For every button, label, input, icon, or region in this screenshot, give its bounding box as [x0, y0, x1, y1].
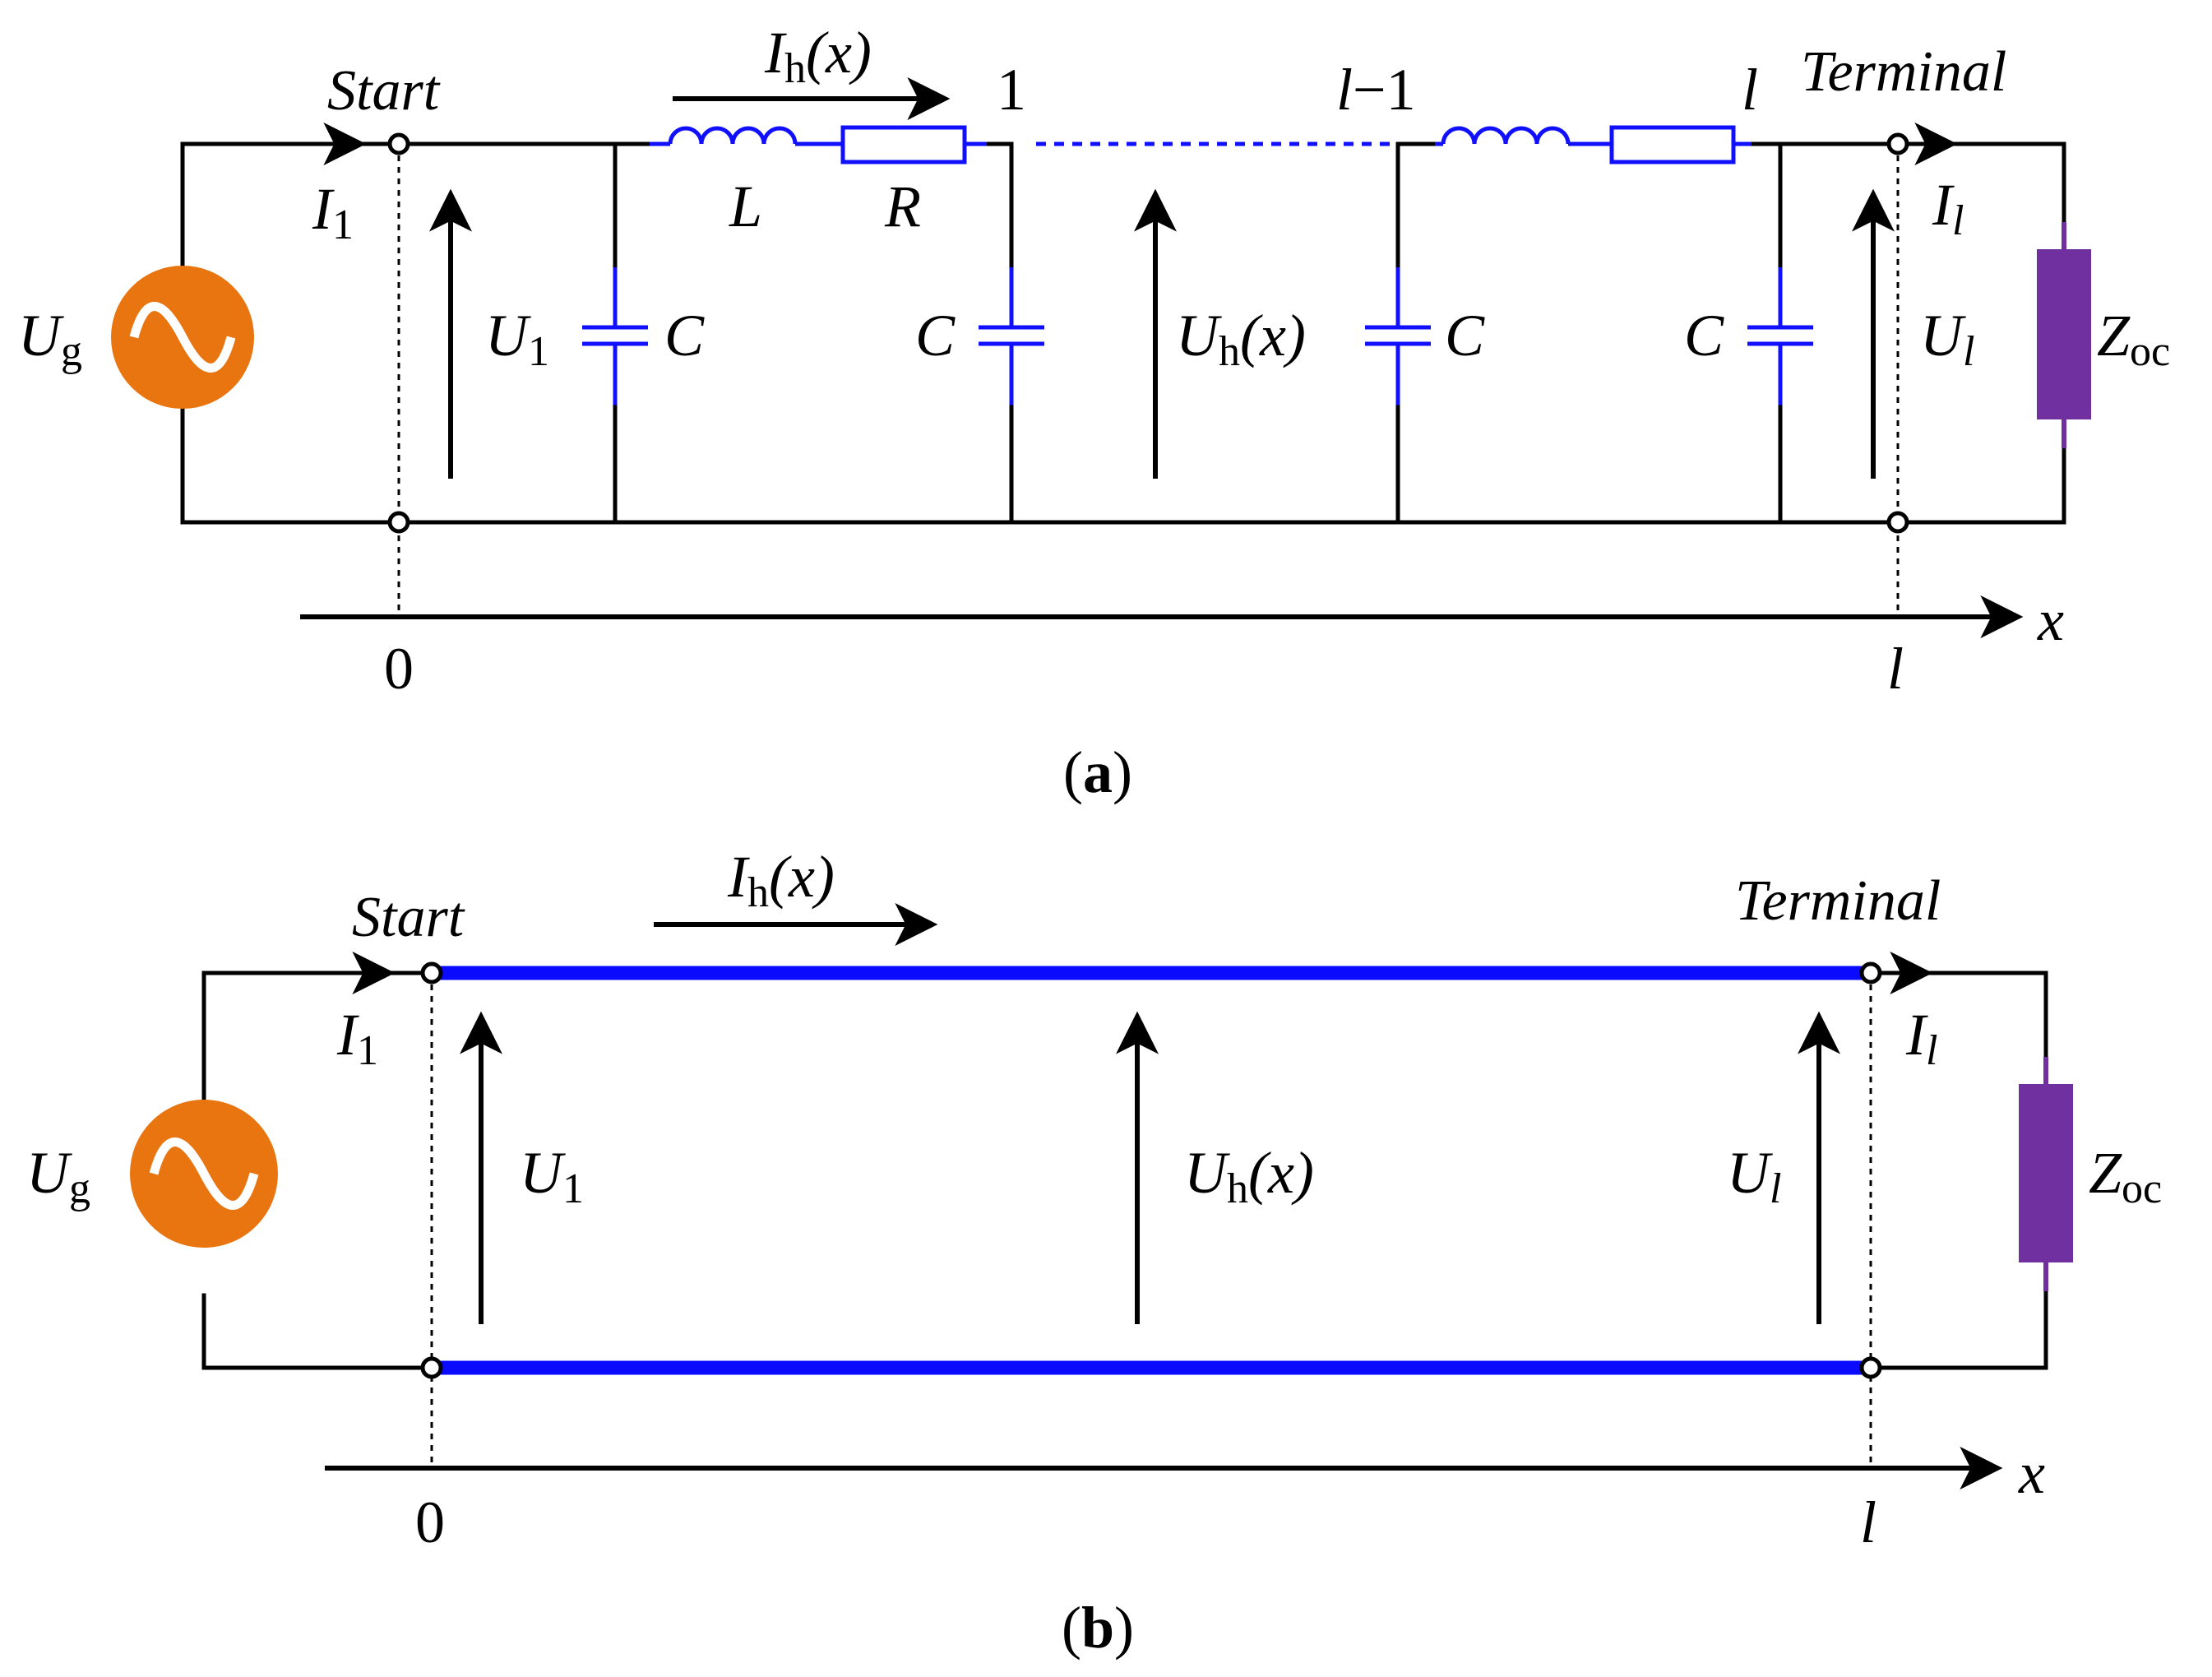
- start-node-top: [387, 132, 410, 155]
- panel-b: Start Terminal I1 Il Ih(x) Ug Zoc U1 Uh(…: [26, 844, 2162, 1661]
- current-label-i1: I1: [336, 1002, 378, 1074]
- terminal-node-top: [1859, 961, 1882, 984]
- resistor-icon: [840, 125, 967, 164]
- inductor-icon: [668, 126, 798, 145]
- terminal-label: Terminal: [1801, 40, 2006, 104]
- terminal-node-bottom: [1886, 511, 1909, 534]
- panel-a: Start Terminal I1 Il Ih(x) 1 l−1 l L R U…: [18, 20, 2170, 805]
- source-label: Ug: [26, 1140, 90, 1212]
- voltage-label-uh: Uh(x): [1176, 303, 1306, 375]
- resistor-icon: [1609, 125, 1736, 164]
- node-label-l: l: [1742, 57, 1758, 123]
- source-label: Ug: [18, 303, 82, 375]
- ac-source-icon: [111, 266, 254, 409]
- panel-a-wires: [180, 123, 2066, 525]
- voltage-label-ul: Ul: [1920, 303, 1974, 375]
- terminal-node-bottom: [1859, 1356, 1882, 1379]
- axis-label-end: l: [1887, 636, 1904, 702]
- voltage-label-u1: U1: [485, 303, 549, 375]
- current-label-i1: I1: [312, 176, 354, 248]
- voltage-label-u1: U1: [520, 1140, 584, 1212]
- panel-b-caption: (b): [1062, 1595, 1134, 1661]
- voltage-label-uh: Uh(x): [1184, 1140, 1314, 1212]
- start-label: Start: [327, 59, 441, 123]
- current-label-ih: Ih(x): [764, 20, 872, 92]
- start-label: Start: [352, 886, 465, 949]
- panel-a-caption: (a): [1063, 739, 1132, 805]
- capacitor-label-3: C: [1445, 303, 1485, 368]
- load-label: Zoc: [2097, 303, 2170, 375]
- start-node-bottom: [420, 1356, 443, 1379]
- axis-label-x: x: [2018, 1440, 2045, 1506]
- axis-label-zero: 0: [384, 636, 414, 702]
- start-node-top: [420, 961, 443, 984]
- impedance-icon: [2037, 222, 2091, 448]
- panel-a-capacitor-branches: [582, 141, 1813, 525]
- impedance-icon: [2019, 1057, 2073, 1291]
- inductor-label: L: [729, 174, 762, 239]
- ac-source-icon: [130, 1100, 278, 1248]
- current-label-il: Il: [1905, 1002, 1937, 1074]
- axis-label-x: x: [2037, 587, 2064, 653]
- capacitor-label-4: C: [1684, 303, 1724, 368]
- load-label: Zoc: [2089, 1140, 2162, 1212]
- axis-label-zero: 0: [415, 1489, 445, 1555]
- current-label-il: Il: [1932, 172, 1964, 244]
- panel-b-wires: [201, 952, 2048, 1375]
- voltage-label-ul: Ul: [1727, 1140, 1781, 1212]
- node-label-1: 1: [997, 57, 1026, 123]
- terminal-label: Terminal: [1735, 869, 1941, 933]
- axis-label-end: l: [1860, 1489, 1876, 1555]
- capacitor-label-2: C: [915, 303, 956, 368]
- resistor-label: R: [884, 174, 921, 239]
- inductor-icon: [1441, 126, 1571, 145]
- start-node-bottom: [387, 511, 410, 534]
- current-label-ih: Ih(x): [727, 844, 835, 916]
- capacitor-label-1: C: [664, 303, 705, 368]
- node-label-l-minus-1: l−1: [1336, 57, 1416, 123]
- panel-a-series-elements: [650, 125, 1752, 164]
- terminal-node-top: [1886, 132, 1909, 155]
